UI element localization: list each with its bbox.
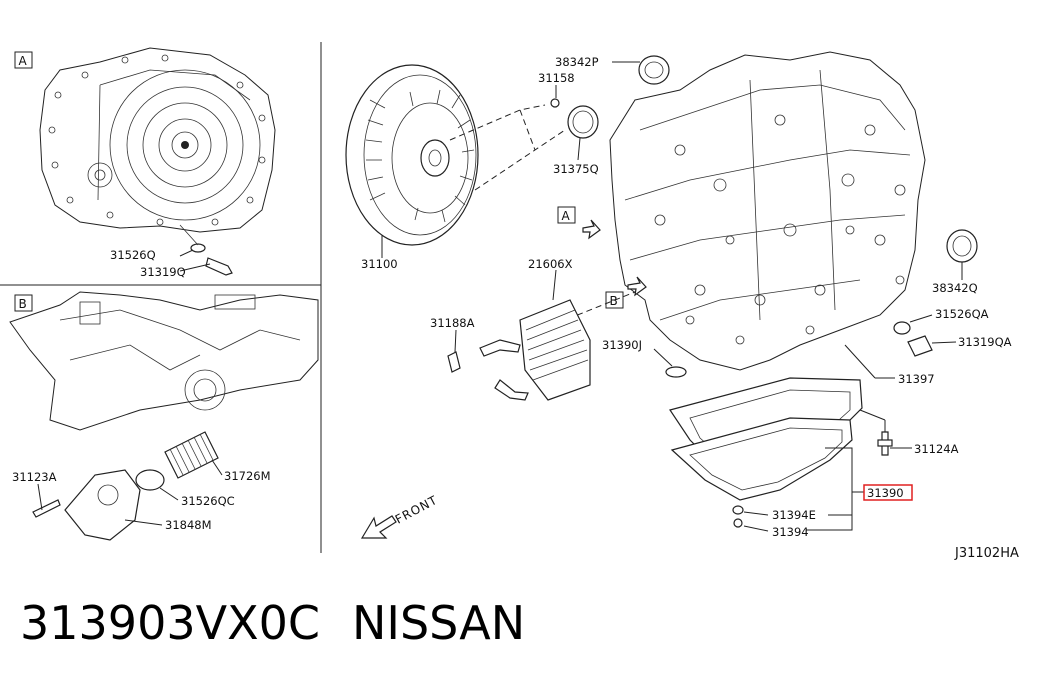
section-a-arrow-icon xyxy=(582,219,601,240)
callout-38342q: 38342Q xyxy=(932,281,978,295)
oring-31526qa-icon xyxy=(893,321,911,335)
torque-converter-icon xyxy=(345,64,479,246)
section-b-box xyxy=(14,294,33,312)
plug-31319qa-icon xyxy=(907,335,933,357)
leader-31526qc xyxy=(159,487,179,501)
leader-31319q xyxy=(179,263,211,272)
section-a-label: A xyxy=(19,54,28,68)
highlight-box-31390 xyxy=(863,484,913,501)
callout-31390j: 31390J xyxy=(602,338,642,352)
leader-31375q xyxy=(577,137,581,161)
callout-31158: 31158 xyxy=(538,71,575,85)
plug-31390j-icon xyxy=(665,366,687,378)
leader-21606x xyxy=(552,269,557,301)
callout-31319qa: 31319QA xyxy=(958,335,1012,349)
callout-31375q: 31375Q xyxy=(553,162,599,176)
section-b-label: B xyxy=(19,297,27,311)
callout-31390: 31390 xyxy=(867,486,904,500)
leader-31526qa xyxy=(909,314,933,323)
section-b-arrow-icon xyxy=(627,276,647,297)
callout-31526qa: 31526QA xyxy=(935,307,989,321)
callout-31394: 31394 xyxy=(772,525,809,539)
parts-diagram: A 31526Q 31319Q B xyxy=(0,42,1019,561)
detail-b-panel: B 31123A 31726M 31526QC 31 xyxy=(9,291,319,541)
callout-31124a: 31124A xyxy=(914,442,959,456)
callout-21606x: 21606X xyxy=(528,257,573,271)
callout-31123a: 31123A xyxy=(12,470,57,484)
housing-a-outline xyxy=(39,47,276,233)
leader-31726m xyxy=(211,459,223,476)
callout-31848m: 31848M xyxy=(165,518,212,532)
front-arrow-icon xyxy=(360,515,397,539)
filter-cartridge-icon xyxy=(164,431,219,479)
callout-31526qc: 31526QC xyxy=(181,494,235,508)
seal-38342q-icon xyxy=(946,229,978,263)
seal-31375q-icon xyxy=(567,105,599,139)
leader-31390 xyxy=(806,447,853,531)
front-label: FRONT xyxy=(393,493,440,527)
leader-31319qa xyxy=(931,341,957,344)
leader-31848m xyxy=(124,519,163,526)
leader-31394 xyxy=(743,525,769,532)
leader-31394e xyxy=(743,511,769,516)
section-a-box xyxy=(14,51,33,69)
oil-cooler-icon xyxy=(479,299,591,401)
detail-a-panel: A 31526Q 31319Q xyxy=(14,47,276,279)
drawing-code: J31102HA xyxy=(954,546,1019,561)
main-panel: 31100 xyxy=(345,51,1012,539)
leader-31390j xyxy=(653,348,673,367)
seal-38342p-icon xyxy=(638,55,670,85)
oil-pan-gasket xyxy=(670,417,853,501)
oring-31158-icon xyxy=(550,98,560,108)
callout-31188a: 31188A xyxy=(430,316,475,330)
main-section-a-label: A xyxy=(562,209,571,223)
callout-31526q: 31526Q xyxy=(110,248,156,262)
leader-31526q xyxy=(179,249,194,257)
callout-31397: 31397 xyxy=(898,372,935,386)
leader-31123a xyxy=(37,483,43,511)
callout-31394e: 31394E xyxy=(772,508,816,522)
main-section-b-label: B xyxy=(610,294,618,308)
callout-31319q: 31319Q xyxy=(140,265,186,279)
callout-31726m: 31726M xyxy=(224,469,271,483)
callout-31100: 31100 xyxy=(361,257,398,271)
leader-31397 xyxy=(844,344,876,379)
brand-name: NISSAN xyxy=(352,596,526,650)
callout-38342p: 38342P xyxy=(555,55,599,69)
part-number: 313903VX0C xyxy=(20,596,320,650)
housing-b-outline xyxy=(9,291,319,431)
leader-31188a xyxy=(454,329,457,353)
filter-cover-icon xyxy=(64,469,141,541)
